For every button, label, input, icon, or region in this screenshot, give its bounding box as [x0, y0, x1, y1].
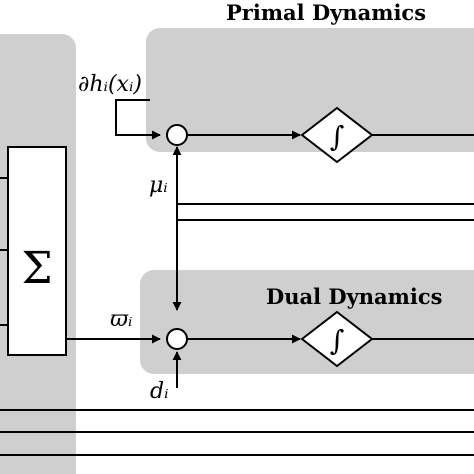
primal-integral-icon: ∫	[330, 120, 345, 153]
mu-label: μᵢ	[149, 173, 168, 198]
sum-symbol: Σ	[21, 243, 52, 294]
gradient-label: ∂hᵢ(xᵢ)	[78, 72, 142, 97]
primal-dynamics-title: Primal Dynamics	[226, 0, 426, 25]
dual-integral-icon: ∫	[330, 324, 345, 357]
primal-panel-background	[146, 28, 474, 152]
dual-panel-background	[140, 270, 474, 374]
primal-summing-junction	[166, 124, 188, 146]
disturbance-label: dᵢ	[150, 379, 169, 404]
gradient-feedback-line	[115, 99, 161, 140]
omega-label: ϖᵢ	[110, 307, 132, 332]
sum-block	[7, 146, 67, 356]
dual-summing-junction	[166, 328, 188, 350]
dual-dynamics-title: Dual Dynamics	[266, 284, 442, 309]
